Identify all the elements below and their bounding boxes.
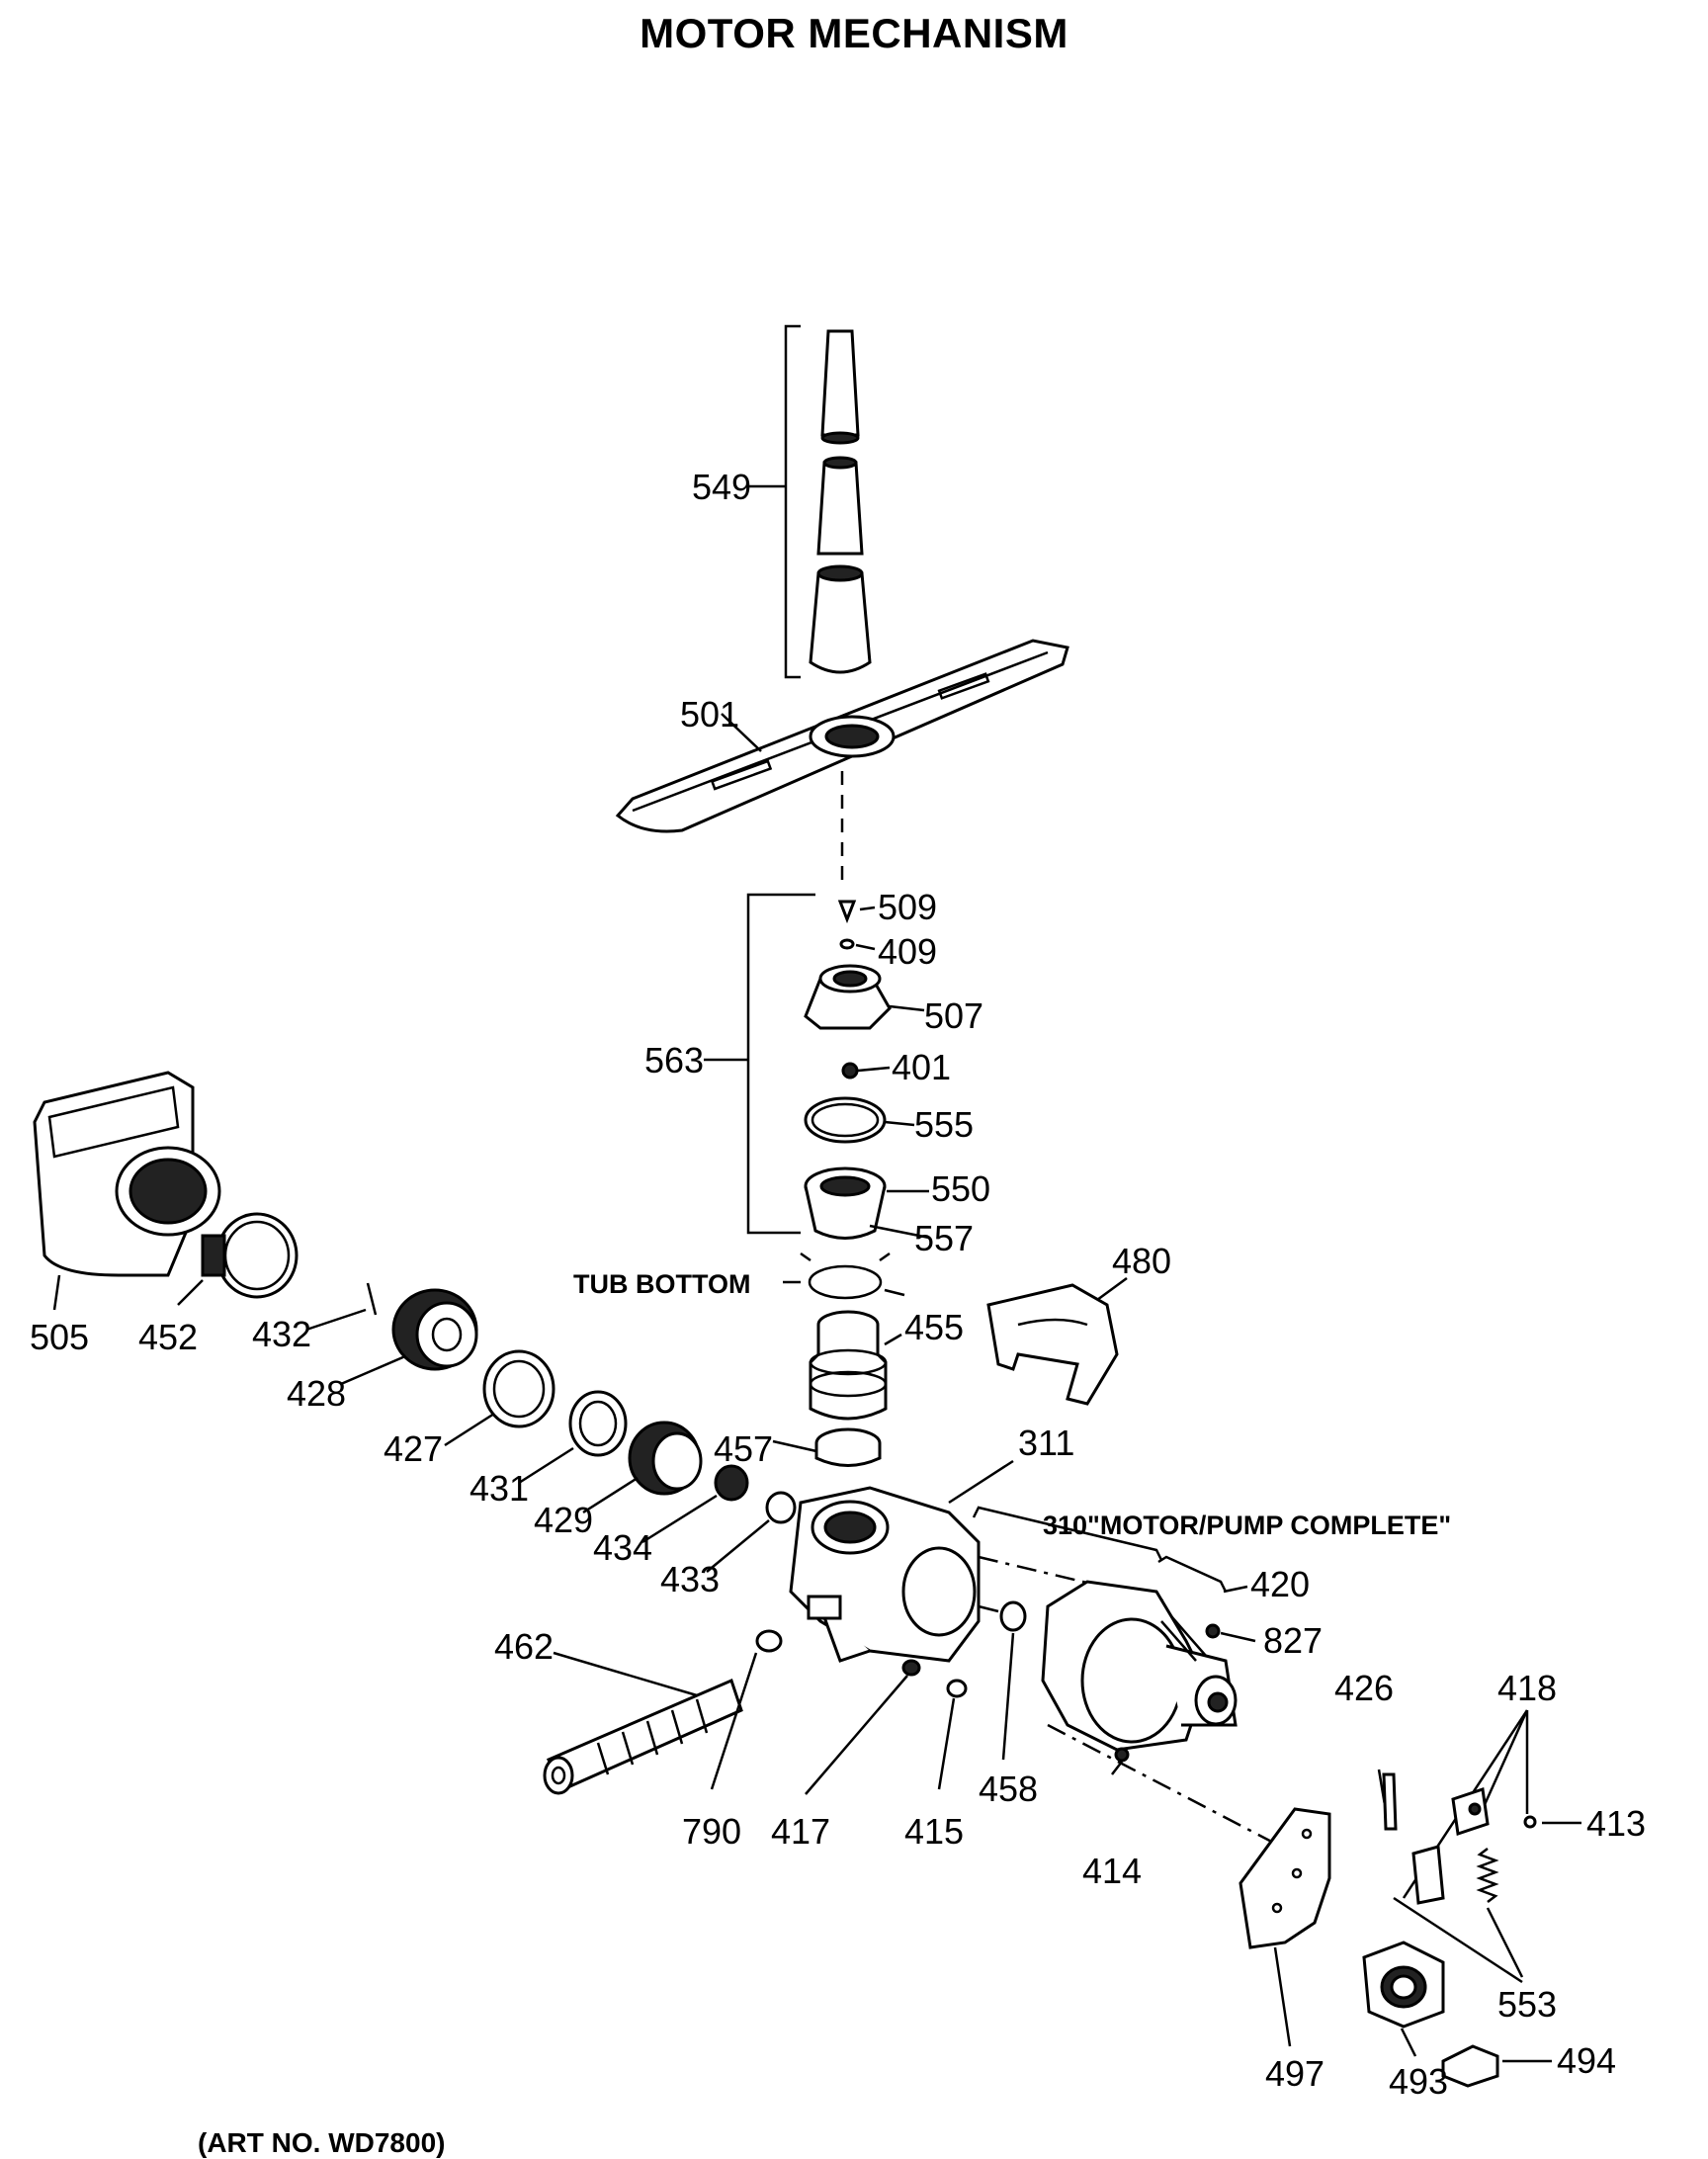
part-431-ring bbox=[518, 1390, 628, 1485]
part-509-409-small-parts bbox=[837, 900, 876, 951]
callout-563: 563 bbox=[644, 1040, 704, 1080]
callout-557: 557 bbox=[914, 1218, 974, 1258]
callout-455: 455 bbox=[904, 1307, 964, 1347]
part-432-screw bbox=[366, 1282, 378, 1316]
motor-pump-bracket bbox=[972, 1506, 1163, 1561]
callout-555: 555 bbox=[914, 1104, 974, 1145]
callout-311: 311 bbox=[1018, 1423, 1074, 1463]
part-310-motor bbox=[1041, 1580, 1238, 1752]
part-311-pump-body bbox=[789, 1459, 1014, 1663]
callout-434: 434 bbox=[593, 1527, 652, 1568]
diagram-title: MOTOR MECHANISM bbox=[640, 10, 1068, 56]
callout-420: 420 bbox=[1250, 1564, 1310, 1604]
callout-413: 413 bbox=[1586, 1803, 1646, 1844]
part-434-seal bbox=[714, 1464, 749, 1502]
part-420-wire bbox=[1157, 1555, 1228, 1593]
part-555-ring bbox=[804, 1096, 887, 1144]
part-550-557-cup bbox=[804, 1166, 930, 1240]
callout-458: 458 bbox=[979, 1769, 1038, 1809]
callout-414: 414 bbox=[1082, 1851, 1142, 1891]
callout-401: 401 bbox=[892, 1047, 951, 1087]
part-413-pin bbox=[1523, 1815, 1537, 1829]
part-462-hose bbox=[543, 1651, 743, 1795]
part-429-impeller bbox=[582, 1421, 703, 1514]
part-790-clip bbox=[710, 1629, 783, 1790]
part-480-shield bbox=[986, 1276, 1128, 1406]
callout-427: 427 bbox=[384, 1428, 443, 1469]
part-553-spring bbox=[1393, 1848, 1524, 1984]
callout-452: 452 bbox=[138, 1317, 198, 1357]
callout-493: 493 bbox=[1389, 2061, 1448, 2102]
note-tub-bottom: TUB BOTTOM bbox=[573, 1269, 750, 1299]
part-401-ball bbox=[841, 1062, 859, 1080]
callout-494: 494 bbox=[1557, 2040, 1616, 2081]
callout-462: 462 bbox=[494, 1626, 554, 1667]
part-426-latch-piece bbox=[1411, 1845, 1445, 1905]
part-507-hub bbox=[804, 964, 925, 1030]
callout-431: 431 bbox=[470, 1468, 529, 1509]
part-433-seal bbox=[765, 1491, 797, 1524]
note-motor-pump-complete: 310"MOTOR/PUMP COMPLETE" bbox=[1043, 1511, 1451, 1540]
part-457-clamp bbox=[772, 1427, 882, 1467]
tub-bottom-ring bbox=[783, 1252, 905, 1300]
callout-505: 505 bbox=[30, 1317, 89, 1357]
callout-497: 497 bbox=[1265, 2053, 1324, 2094]
part-428-pump-cover bbox=[340, 1288, 478, 1386]
part-493-housing bbox=[1362, 1941, 1445, 2057]
callout-553: 553 bbox=[1497, 1984, 1557, 2025]
art-number: (ART NO. WD7800) bbox=[198, 2127, 446, 2158]
part-455-sleeve bbox=[809, 1310, 902, 1421]
callout-432: 432 bbox=[252, 1314, 311, 1354]
part-497-bracket bbox=[1238, 1807, 1331, 2047]
callout-415: 415 bbox=[904, 1811, 964, 1852]
part-549-spray-tower bbox=[746, 324, 872, 679]
callout-426: 426 bbox=[1334, 1668, 1394, 1708]
part-452-clamp bbox=[177, 1212, 299, 1306]
callout-550: 550 bbox=[931, 1168, 990, 1209]
part-501-spray-arm bbox=[615, 639, 1069, 833]
callout-457: 457 bbox=[714, 1428, 773, 1469]
part-417-nut bbox=[901, 1659, 921, 1677]
callout-409: 409 bbox=[878, 931, 937, 972]
callout-418: 418 bbox=[1497, 1668, 1557, 1708]
callout-509: 509 bbox=[878, 887, 937, 927]
bracket-axis-line bbox=[1047, 1723, 1286, 1851]
callout-507: 507 bbox=[924, 995, 983, 1036]
part-494-button bbox=[1441, 2044, 1552, 2088]
part-458-washer bbox=[978, 1600, 1027, 1761]
part-505-housing bbox=[33, 1071, 221, 1311]
callout-790: 790 bbox=[682, 1811, 741, 1852]
callout-429: 429 bbox=[534, 1500, 593, 1540]
callout-433: 433 bbox=[660, 1559, 720, 1599]
bracket-563 bbox=[746, 893, 815, 1235]
part-427-ring bbox=[444, 1349, 555, 1447]
part-415-washer bbox=[946, 1679, 968, 1698]
callout-480: 480 bbox=[1112, 1241, 1171, 1281]
callout-549: 549 bbox=[692, 467, 751, 507]
callout-428: 428 bbox=[287, 1373, 346, 1414]
callout-827: 827 bbox=[1263, 1620, 1323, 1661]
callout-501: 501 bbox=[680, 694, 739, 734]
part-827-screw bbox=[1205, 1623, 1221, 1639]
part-414-screw bbox=[1114, 1747, 1130, 1763]
callout-417: 417 bbox=[771, 1811, 830, 1852]
